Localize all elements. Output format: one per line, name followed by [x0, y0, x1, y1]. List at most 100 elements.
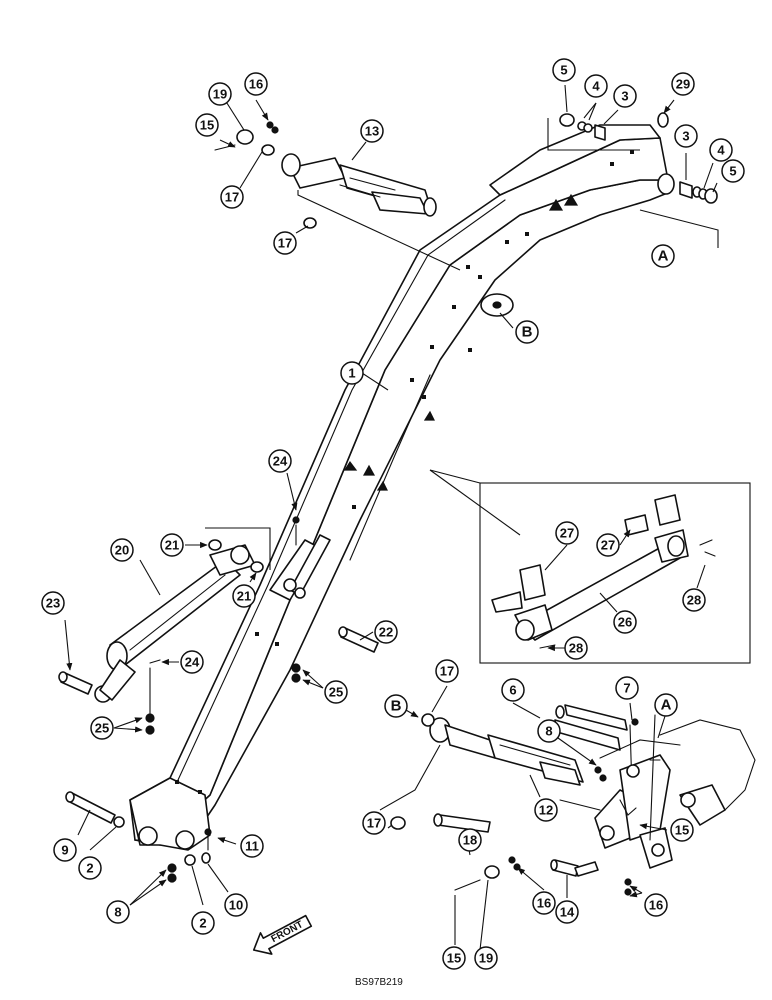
callout-15-bottom: 15 [442, 946, 466, 970]
callout-14: 14 [555, 900, 579, 924]
callout-24-top: 24 [268, 449, 292, 473]
callout-28-bottom: 28 [564, 636, 588, 660]
callout-5-right: 5 [721, 159, 745, 183]
callout-19-topleft: 19 [208, 82, 232, 106]
ref-b-bottom: B [384, 694, 408, 718]
svg-text:27: 27 [601, 538, 615, 553]
svg-text:3: 3 [621, 89, 628, 104]
top-left-hardware [214, 121, 461, 271]
callout-22: 22 [374, 620, 398, 644]
callout-23: 23 [41, 591, 65, 615]
figure-code: BS97B219 [355, 977, 403, 988]
callout-8-left: 8 [106, 900, 130, 924]
svg-text:20: 20 [115, 543, 129, 558]
svg-text:19: 19 [213, 87, 227, 102]
callout-26: 26 [613, 610, 637, 634]
callout-29: 29 [671, 72, 695, 96]
callout-8-right: 8 [537, 719, 561, 743]
svg-text:24: 24 [273, 454, 288, 469]
callout-13: 13 [360, 119, 384, 143]
svg-text:27: 27 [560, 526, 574, 541]
svg-text:9: 9 [61, 843, 68, 858]
svg-text:7: 7 [623, 681, 630, 696]
callout-10: 10 [224, 893, 248, 917]
head-pins [547, 112, 719, 248]
svg-text:14: 14 [560, 905, 575, 920]
callout-27-left: 27 [555, 521, 579, 545]
callout-16-topleft: 16 [244, 72, 268, 96]
svg-text:5: 5 [560, 63, 567, 78]
svg-text:16: 16 [249, 77, 263, 92]
svg-text:12: 12 [539, 803, 553, 818]
callout-17-topleft: 17 [220, 185, 244, 209]
hardware-bottom-left [113, 816, 212, 883]
svg-text:25: 25 [329, 685, 343, 700]
callout-6: 6 [501, 678, 525, 702]
svg-text:B: B [391, 698, 402, 715]
callout-25-right: 25 [324, 680, 348, 704]
callout-21-right: 21 [232, 584, 256, 608]
callout-5-top: 5 [552, 58, 576, 82]
leader-lines [64, 84, 718, 951]
callout-4-top: 4 [584, 74, 608, 98]
svg-text:11: 11 [245, 839, 259, 854]
callout-17-bottom-top: 17 [435, 659, 459, 683]
hardware-center [145, 516, 331, 735]
svg-text:25: 25 [95, 721, 109, 736]
svg-text:2: 2 [86, 861, 93, 876]
callout-9: 9 [53, 838, 77, 862]
inset-link [429, 469, 751, 664]
svg-text:8: 8 [545, 724, 552, 739]
svg-text:13: 13 [365, 124, 379, 139]
callout-7: 7 [615, 676, 639, 700]
callout-20: 20 [110, 538, 134, 562]
cylinder-12 [429, 717, 584, 786]
callout-16-right: 16 [644, 893, 668, 917]
svg-text:6: 6 [509, 683, 516, 698]
svg-text:15: 15 [447, 951, 461, 966]
svg-text:19: 19 [479, 951, 493, 966]
callout-18: 18 [458, 828, 482, 852]
callout-16-bottom: 16 [532, 891, 556, 915]
svg-text:21: 21 [165, 538, 179, 553]
svg-text:18: 18 [463, 833, 477, 848]
svg-text:28: 28 [687, 593, 701, 608]
svg-text:16: 16 [649, 898, 663, 913]
callout-15-right: 15 [670, 818, 694, 842]
ref-a-bottom: A [654, 693, 678, 717]
svg-text:5: 5 [729, 164, 736, 179]
callout-28-right: 28 [682, 588, 706, 612]
svg-text:17: 17 [367, 816, 381, 831]
svg-text:17: 17 [225, 190, 239, 205]
cylinder-20 [94, 544, 256, 703]
svg-text:1: 1 [348, 366, 355, 381]
arm-assembly [129, 124, 675, 851]
svg-text:4: 4 [717, 143, 725, 158]
svg-text:3: 3 [682, 129, 689, 144]
callout-1: 1 [340, 361, 364, 385]
callout-24-left: 24 [180, 650, 204, 674]
svg-text:15: 15 [200, 118, 214, 133]
callout-3-right: 3 [674, 124, 698, 148]
svg-text:10: 10 [229, 898, 243, 913]
svg-text:A: A [661, 697, 672, 714]
svg-text:2: 2 [199, 916, 206, 931]
callout-19-bottom: 19 [474, 946, 498, 970]
callout-2-bottom: 2 [191, 911, 215, 935]
svg-text:28: 28 [569, 641, 583, 656]
svg-text:A: A [658, 248, 669, 265]
svg-text:8: 8 [114, 905, 121, 920]
callout-17-bottom-left: 17 [362, 811, 386, 835]
svg-text:29: 29 [676, 77, 690, 92]
svg-text:23: 23 [46, 596, 60, 611]
svg-text:16: 16 [537, 896, 551, 911]
svg-text:4: 4 [592, 79, 600, 94]
svg-text:15: 15 [675, 823, 689, 838]
callout-11: 11 [240, 834, 264, 858]
cylinder-13 [281, 153, 437, 217]
svg-text:17: 17 [278, 236, 292, 251]
callout-4-right: 4 [709, 138, 733, 162]
svg-text:17: 17 [440, 664, 454, 679]
pins [58, 626, 579, 877]
